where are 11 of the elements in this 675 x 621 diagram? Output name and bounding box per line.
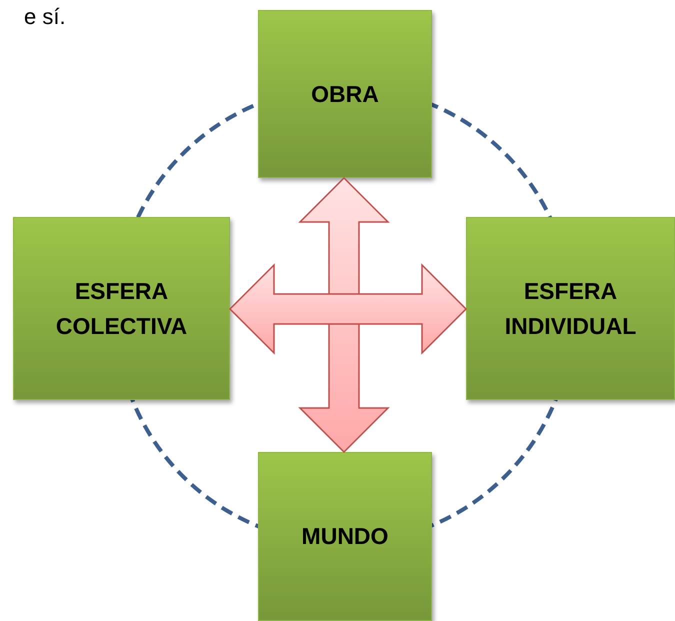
box-label: ESFERA COLECTIVA — [54, 277, 188, 340]
process-box — [258, 452, 432, 621]
box-label: ESFERA INDIVIDUAL — [504, 277, 638, 340]
box-label: MUNDO — [302, 522, 388, 552]
process-box — [13, 217, 230, 400]
process-box — [258, 10, 432, 178]
text-fragment: e sí. — [24, 4, 66, 30]
box-label: OBRA — [311, 80, 379, 109]
process-box — [466, 217, 675, 400]
block-arrow — [228, 263, 468, 355]
block-arrow — [298, 176, 390, 454]
